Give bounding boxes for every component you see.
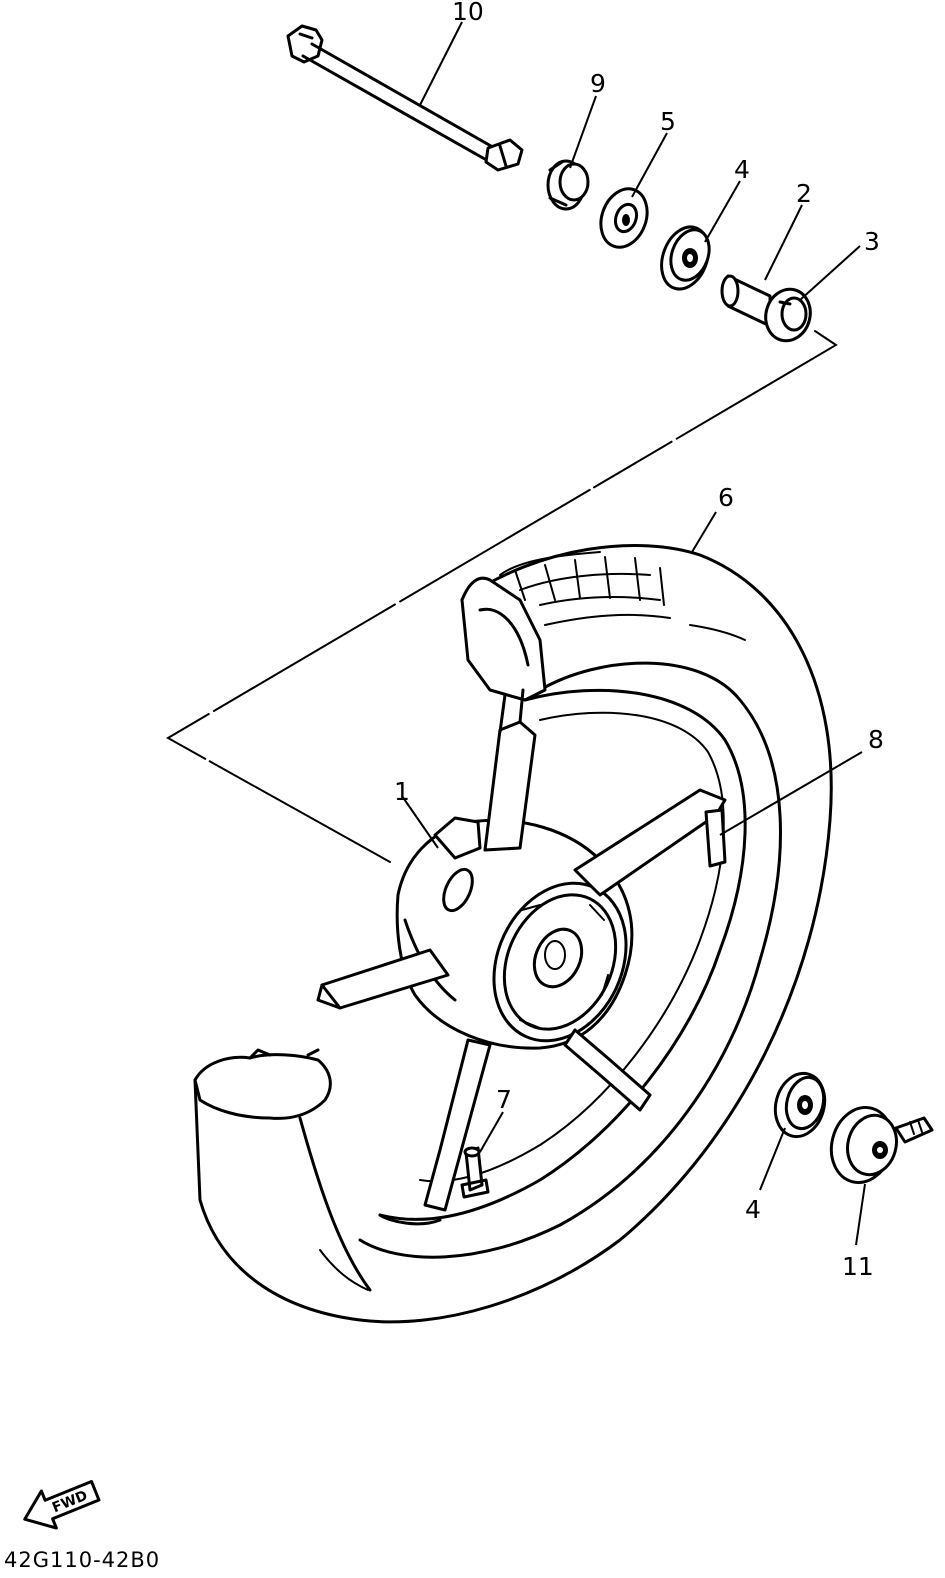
- front-axle: [286, 24, 524, 172]
- bearing-bottom: [773, 1071, 827, 1139]
- tire: [193, 544, 833, 1324]
- speedometer-gear-unit: [829, 1105, 934, 1185]
- callout-11: 11: [842, 1252, 874, 1281]
- callout-3: 3: [864, 227, 880, 256]
- forward-direction-arrow: FWD: [23, 1479, 101, 1530]
- diagram-reference-code: 42G110-42B0: [4, 1548, 161, 1572]
- tire-valve: [460, 1146, 490, 1199]
- callout-5: 5: [660, 107, 676, 136]
- callout-4-top: 4: [734, 155, 750, 184]
- callout-6: 6: [718, 483, 734, 512]
- callout-2: 2: [796, 179, 812, 208]
- assembly-guide-line: [165, 330, 838, 863]
- callout-1: 1: [394, 777, 410, 806]
- callout-4-bottom: 4: [745, 1195, 761, 1224]
- spacer-flange: [764, 287, 812, 343]
- callout-labels: 10 9 5 4 2 3 6 8 1 7 4 11: [394, 0, 884, 1281]
- collar: [546, 159, 590, 211]
- bearing-top: [660, 225, 711, 291]
- callout-8: 8: [868, 725, 884, 754]
- spacer: [720, 274, 772, 328]
- callout-9: 9: [590, 69, 606, 98]
- balance-weight: [704, 808, 727, 868]
- callout-7: 7: [496, 1085, 512, 1114]
- leader-lines: [401, 21, 866, 1246]
- oil-seal: [599, 187, 649, 249]
- callout-10: 10: [452, 0, 484, 26]
- cast-wheel: [316, 688, 747, 1226]
